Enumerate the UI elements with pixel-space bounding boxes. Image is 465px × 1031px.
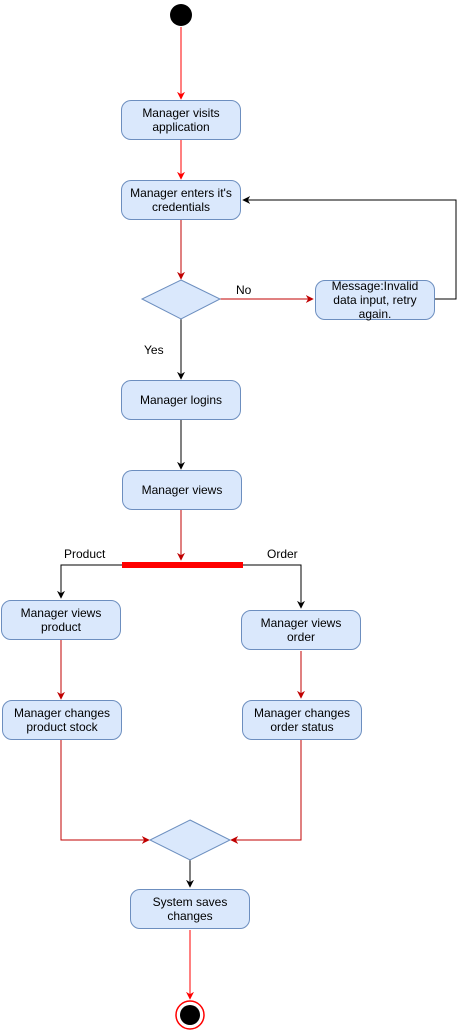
- merge-diamond: [148, 819, 232, 861]
- node-invalid-message: Message:Invalid data input, retry again.: [315, 279, 435, 321]
- label-no: No: [236, 283, 252, 297]
- flow-stock-to-merge: [60, 740, 150, 844]
- flow-invalid-retry: [242, 196, 457, 300]
- label-yes: Yes: [144, 343, 164, 357]
- label-order: Order: [267, 547, 298, 561]
- login-decision-diamond: [140, 279, 222, 320]
- start-node: [170, 4, 192, 26]
- fork-bar: [122, 562, 243, 568]
- node-enters-credentials: Manager enters it's credentials: [121, 180, 241, 220]
- node-manager-visits: Manager visits application: [121, 100, 241, 140]
- flow-fork-to-product: [57, 564, 122, 599]
- node-manager-logins: Manager logins: [121, 380, 241, 420]
- node-changes-status: Manager changes order status: [242, 700, 362, 740]
- node-manager-views: Manager views: [122, 470, 242, 510]
- flow-fork-to-order: [243, 564, 305, 609]
- node-changes-stock: Manager changes product stock: [2, 700, 122, 740]
- node-views-product: Manager views product: [1, 600, 121, 640]
- flow-status-to-merge: [230, 740, 302, 844]
- node-views-order: Manager views order: [241, 610, 361, 650]
- node-system-saves: System saves changes: [130, 889, 250, 929]
- end-node-core: [180, 1005, 200, 1025]
- label-product: Product: [64, 547, 106, 561]
